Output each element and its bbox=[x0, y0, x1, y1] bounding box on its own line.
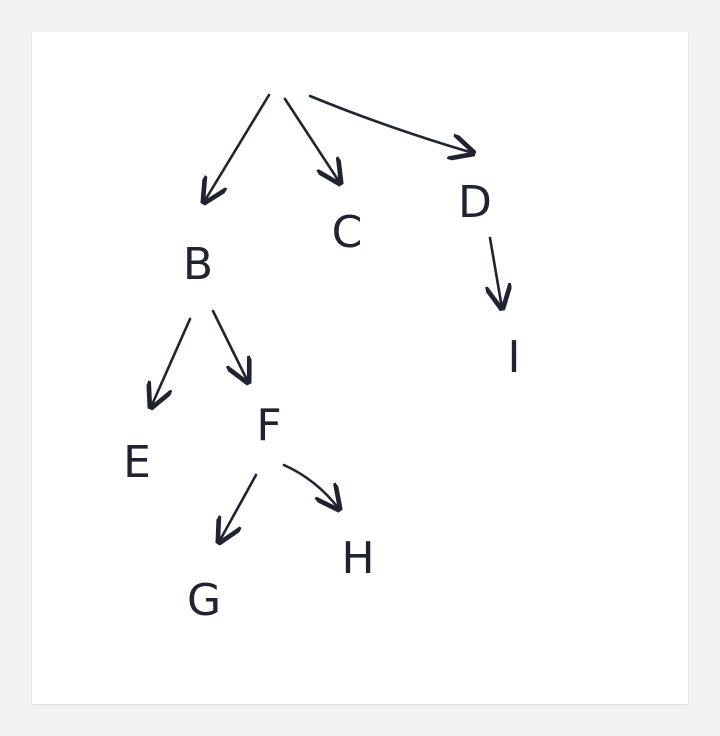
node-c-label: C bbox=[332, 207, 363, 258]
edge-b-e bbox=[151, 317, 192, 407]
edge-root-d bbox=[308, 94, 473, 153]
node-i-label: I bbox=[508, 332, 521, 383]
edge-b-f bbox=[211, 309, 248, 382]
edge-root-b bbox=[204, 93, 271, 202]
node-d-label: D bbox=[458, 177, 492, 228]
node-h-label: H bbox=[341, 533, 374, 584]
edge-root-c bbox=[283, 97, 340, 183]
node-g-label: G bbox=[187, 575, 221, 626]
edge-d-i bbox=[490, 236, 502, 308]
node-b-label: B bbox=[183, 239, 213, 290]
tree-diagram: B C D E F G H I bbox=[123, 93, 521, 626]
edge-f-g bbox=[219, 473, 258, 542]
whiteboard-card: B C D E F G H I bbox=[32, 32, 688, 704]
edge-f-h bbox=[282, 463, 339, 509]
node-f-label: F bbox=[256, 400, 281, 451]
node-e-label: E bbox=[123, 437, 151, 488]
